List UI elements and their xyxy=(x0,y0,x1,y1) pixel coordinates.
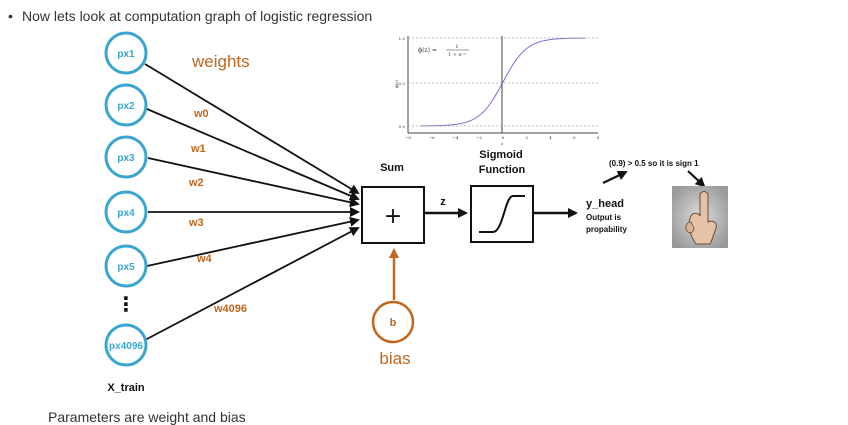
plot-xtick: 8 xyxy=(597,135,600,140)
connection-px1 xyxy=(144,63,360,195)
plot-ytick: 1.0 xyxy=(399,36,406,41)
bias-label: bias xyxy=(379,349,410,368)
vertical-ellipsis: ⋮ xyxy=(116,292,136,316)
bullet: • xyxy=(8,8,13,24)
formula-lhs: ϕ(z) = xyxy=(418,47,437,54)
decision-arrow-right xyxy=(687,170,706,188)
input-node-px5: px5 xyxy=(104,244,148,288)
connection-px5 xyxy=(146,216,360,267)
connection-px2 xyxy=(146,108,360,201)
input-node-px3: px3 xyxy=(104,135,148,179)
connection-px3 xyxy=(147,157,360,208)
input-node-label: px3 xyxy=(117,153,135,164)
formula-denominator: 1 + e⁻ᶻ xyxy=(448,52,466,58)
input-node-px4096: px4096 xyxy=(104,323,148,367)
input-node-px2: px2 xyxy=(104,83,148,127)
sum-label: Sum xyxy=(380,162,404,174)
sigmoid-curve xyxy=(419,37,587,127)
plot-xtick: 4 xyxy=(549,135,552,140)
sum-symbol: + xyxy=(384,204,402,229)
output-desc-line2: propability xyxy=(586,225,627,234)
input-node-label: px1 xyxy=(117,49,135,60)
output-label: y_head xyxy=(586,198,624,210)
weight-label-w4: w4 xyxy=(196,253,213,265)
plot-xtick: 2 xyxy=(525,135,528,140)
sigmoid-label-line2: Function xyxy=(479,164,526,176)
connection-px4096 xyxy=(144,227,360,341)
plot-ylabel: ϕ(z) xyxy=(394,80,399,88)
decision-text: (0.9) > 0.5 so it is sign 1 xyxy=(609,159,699,168)
weight-label-w1: w1 xyxy=(190,143,206,155)
plot-xlabel: z xyxy=(501,141,503,146)
weight-label-w0: w0 xyxy=(193,108,209,120)
weight-label-w3: w3 xyxy=(188,217,204,229)
decision-arrow-left xyxy=(602,170,628,184)
plot-ytick: 0.0 xyxy=(399,124,406,129)
sigmoid-label-line1: Sigmoid xyxy=(479,149,522,161)
plot-xtick: −4 xyxy=(453,135,459,140)
sum-box: + xyxy=(361,186,425,244)
weight-label-w4096: w4096 xyxy=(213,303,247,315)
z-label: z xyxy=(440,196,446,208)
input-node-label: px5 xyxy=(117,262,135,273)
plot-xtick: −6 xyxy=(429,135,435,140)
input-node-px1: px1 xyxy=(104,31,148,75)
bias-node-label: b xyxy=(390,317,397,329)
intro-text: Now lets look at computation graph of lo… xyxy=(22,8,373,24)
sigmoid-box xyxy=(470,185,534,243)
intro-line: • Now lets look at computation graph of l… xyxy=(8,8,372,24)
plot-xtick: 0 xyxy=(502,135,505,140)
weights-title: weights xyxy=(191,52,250,71)
plot-xtick: 6 xyxy=(573,135,576,140)
weight-label-w2: w2 xyxy=(188,177,204,189)
formula-numerator: 1 xyxy=(455,44,458,50)
input-node-label: px2 xyxy=(117,101,135,112)
output-desc-line1: Output is xyxy=(586,213,622,222)
inputs-label: X_train xyxy=(107,382,145,394)
hand-sign-one-icon xyxy=(672,186,728,248)
plot-ytick: 0.5 xyxy=(399,81,406,86)
input-node-px4: px4 xyxy=(104,190,148,234)
input-node-label: px4096 xyxy=(109,341,143,352)
input-node-label: px4 xyxy=(117,208,135,219)
footer-text: Parameters are weight and bias xyxy=(48,409,246,425)
plot-xtick: −2 xyxy=(476,135,482,140)
bias-node: b xyxy=(371,300,415,344)
plot-xtick: −8 xyxy=(405,135,411,140)
